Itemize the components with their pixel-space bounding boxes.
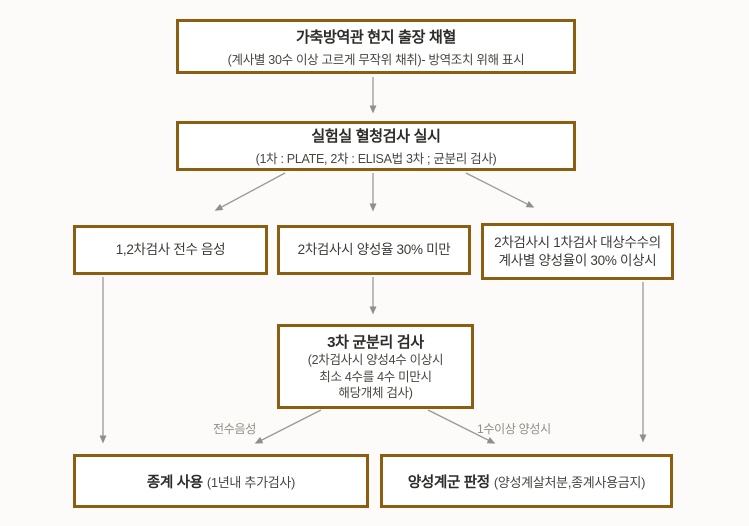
box-third-bacteria-isolation-test: 3차 균분리 검사 (2차검사시 양성4수 이상시 최소 4수를 4수 미만시 …: [277, 324, 474, 409]
box-field-blood-collection-title: 가축방역관 현지 출장 채혈: [295, 28, 457, 46]
box-result-breeder-use-title: 종계 사용: [146, 474, 203, 491]
box-result-breeder-use-subtitle: (1년내 추가검사): [206, 474, 296, 490]
edge-label-all-negative: 전수음성: [213, 422, 256, 436]
box-result-positive-flock: 양성계군 판정 (양성계살처분,종계사용금지): [380, 454, 673, 508]
box-result-breeder-use: 종계 사용 (1년내 추가검사): [73, 454, 369, 508]
box-field-blood-collection-subtitle: (계사별 30수 이상 고르게 무작위 채취)- 방역조치 위해 표시: [227, 52, 525, 67]
box-branch-under-30-percent: 2차검사시 양성율 30% 미만: [277, 225, 471, 275]
arrow-third-test-to-breeder-use: [254, 409, 322, 444]
box-lab-serum-test: 실험실 혈청검사 실시 (1차 : PLATE, 2차 : ELISA법 3차 …: [176, 121, 576, 171]
box-branch-all-negative: 1,2차검사 전수 음성: [73, 225, 268, 275]
box-branch-over-30-percent-line1: 2차검사시 1차검사 대상수수의: [494, 234, 661, 250]
box-branch-over-30-percent-line2: 계사별 양성율이 30% 이상시: [498, 252, 657, 268]
box-lab-serum-test-subtitle: (1차 : PLATE, 2차 : ELISA법 3차 ; 균분리 검사): [255, 152, 497, 166]
box-branch-under-30-percent-label: 2차검사시 양성율 30% 미만: [297, 242, 451, 258]
arrow-third-test-to-positive-flock: [427, 409, 496, 444]
box-result-positive-flock-subtitle: (양성계살처분,종계사용금지): [493, 474, 646, 490]
arrow-lab-to-right-branch: [465, 172, 535, 208]
box-third-test-subtitle-line3: 해당개체 검사): [338, 386, 413, 401]
edge-label-one-or-more-positive: 1수이상 양성시: [477, 422, 551, 436]
box-branch-all-negative-label: 1,2차검사 전수 음성: [115, 242, 226, 258]
box-third-test-subtitle-line1: (2차검사시 양성4수 이상시: [307, 353, 444, 368]
box-branch-over-30-percent: 2차검사시 1차검사 대상수수의 계사별 양성율이 30% 이상시: [481, 223, 674, 280]
box-third-test-title: 3차 균분리 검사: [327, 334, 424, 352]
box-field-blood-collection: 가축방역관 현지 출장 채혈 (계사별 30수 이상 고르게 무작위 채취)- …: [176, 19, 576, 74]
box-third-test-subtitle-line2: 최소 4수를 4수 미만시: [319, 369, 432, 384]
box-lab-serum-test-title: 실험실 혈청검사 실시: [311, 128, 441, 145]
box-result-positive-flock-title: 양성계군 판정: [407, 474, 490, 491]
arrow-lab-to-left-branch: [214, 172, 286, 211]
